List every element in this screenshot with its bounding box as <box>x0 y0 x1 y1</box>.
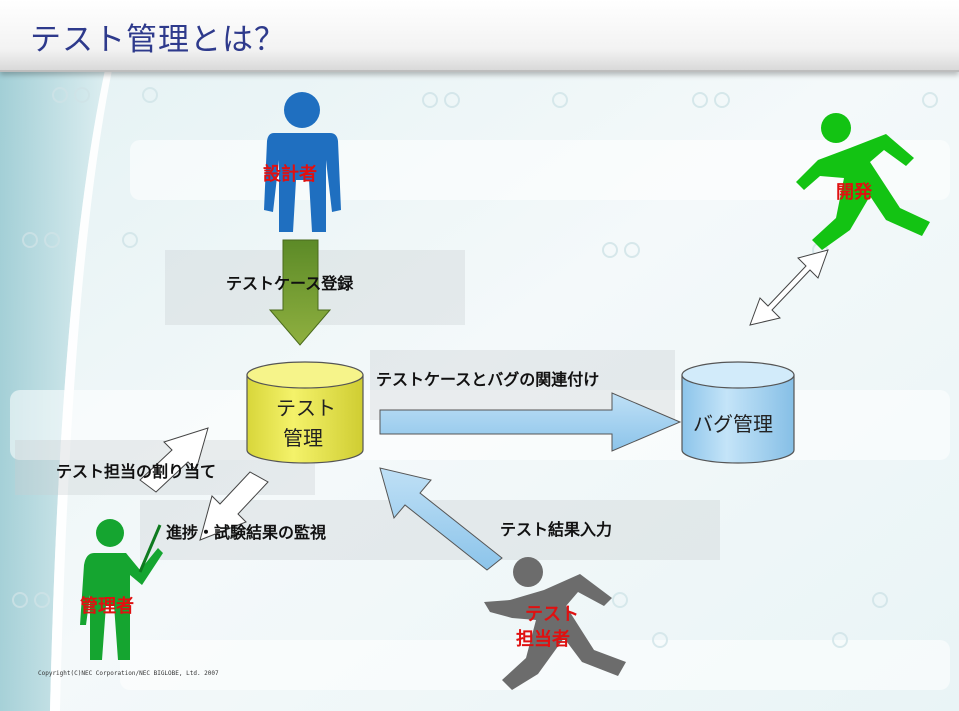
test-management-cylinder <box>246 361 364 464</box>
developer-label: 開発 <box>836 182 872 203</box>
assign-tester-label: テスト担当の割り当て <box>56 462 217 481</box>
assign-tester-arrow <box>139 427 209 493</box>
manager-label: 管理者 <box>80 596 134 617</box>
copyright-notice: Copyright(C)NEC Corporation/NEC BIGLOBE,… <box>38 670 219 677</box>
tester-label-line2: 担当者 <box>516 629 570 650</box>
title-bar: テスト管理とは？ <box>0 0 959 72</box>
bug-management-cylinder <box>681 361 795 464</box>
tester-figure <box>484 557 626 690</box>
testcase-registration-arrow <box>268 239 332 346</box>
bug-developer-double-arrow <box>749 249 829 326</box>
test-management-label-line2: 管理 <box>283 426 323 450</box>
test-management-label-line1: テスト <box>276 396 336 420</box>
monitor-progress-label: 進捗・試験結果の監視 <box>166 523 327 542</box>
enter-results-arrow <box>379 467 503 571</box>
designer-figure <box>264 92 341 232</box>
link-testcase-bug-label: テストケースとバグの関連付け <box>376 370 600 389</box>
bug-management-label: バグ管理 <box>693 412 773 436</box>
designer-label: 設計者 <box>263 164 317 185</box>
manager-figure <box>80 519 163 660</box>
tester-label-line1: テスト <box>525 604 579 625</box>
page-title: テスト管理とは？ <box>30 22 286 58</box>
monitor-progress-arrow <box>199 471 269 541</box>
link-testcase-bug-arrow <box>379 392 682 452</box>
enter-results-label: テスト結果入力 <box>500 520 613 539</box>
developer-figure <box>796 113 930 250</box>
testcase-registration-label: テストケース登録 <box>226 274 354 293</box>
